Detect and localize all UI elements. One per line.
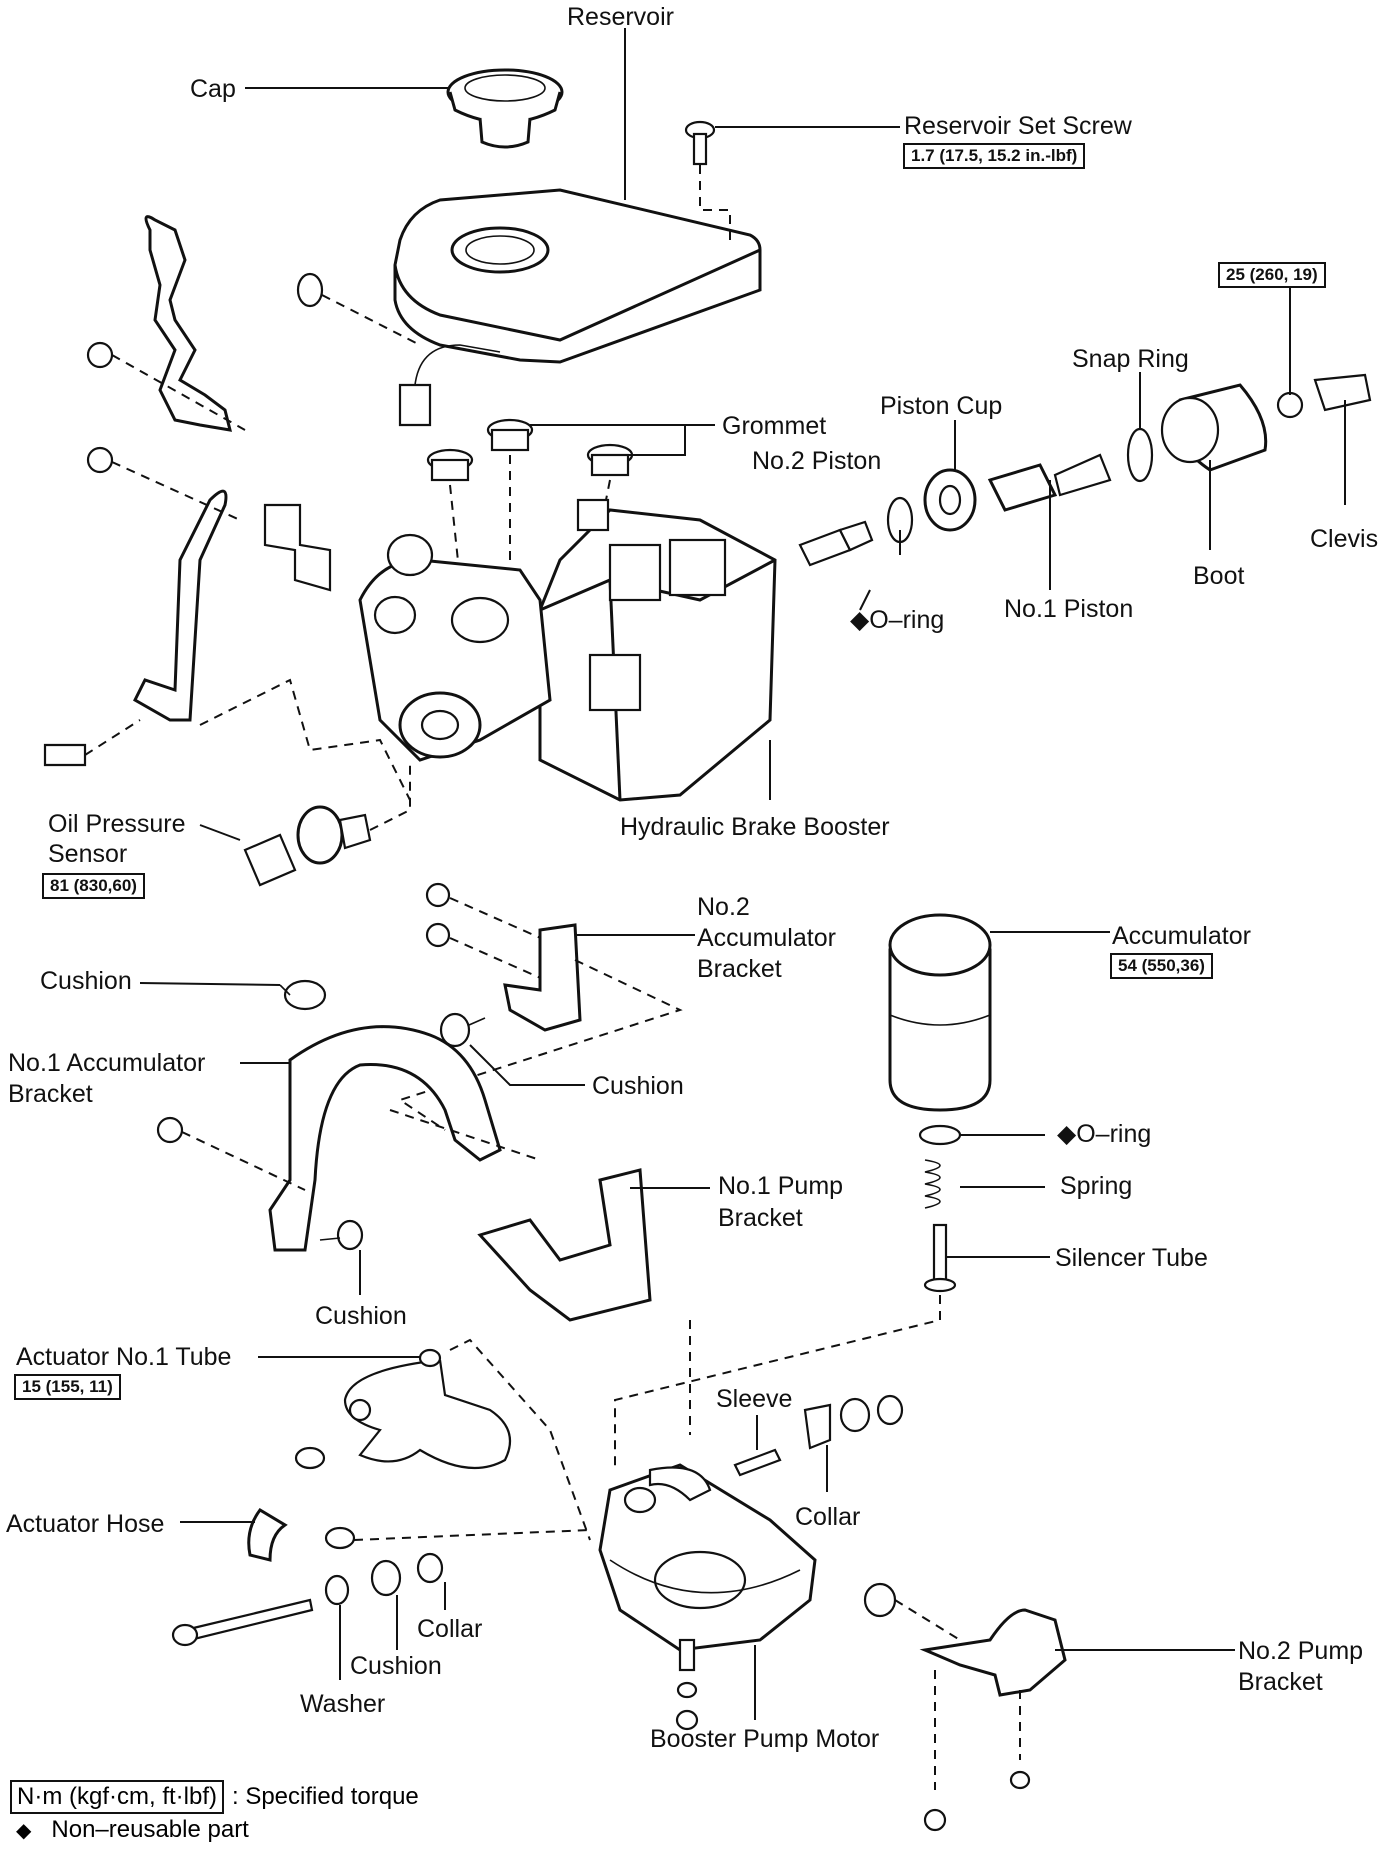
booster-pump-motor-part: [598, 1463, 817, 1731]
label-actuator-no1-tube: Actuator No.1 Tube: [16, 1343, 232, 1371]
leader-lines: [139, 28, 1346, 1720]
accumulator-part: [888, 913, 992, 1112]
no1-accumulator-bracket-part: [156, 1025, 541, 1252]
label-no1-pump-bracket-1: No.1 Pump: [718, 1172, 844, 1200]
o-ring-spring-silencer-parts: [614, 1124, 962, 1470]
label-collar-1: Collar: [795, 1503, 861, 1531]
torque-accumulator: 54 (550,36): [1110, 953, 1213, 979]
label-o-ring-bottom: ◆O–ring: [1057, 1120, 1152, 1148]
label-cushion-2: Cushion: [592, 1072, 684, 1100]
legend-torque-row: N·m (kgf·cm, ft·lbf) : Specified torque: [10, 1780, 419, 1814]
label-spring: Spring: [1060, 1172, 1133, 1200]
label-silencer-tube: Silencer Tube: [1055, 1244, 1208, 1272]
oil-pressure-sensor-part: [243, 760, 411, 887]
no1-pump-bracket-part: [477, 1168, 691, 1435]
label-snap-ring: Snap Ring: [1072, 345, 1189, 373]
middle-left-bracket: [43, 446, 241, 767]
label-no1-piston: No.1 Piston: [1004, 595, 1134, 623]
legend-torque-text: : Specified torque: [231, 1783, 419, 1810]
legend-torque-unit-box: N·m (kgf·cm, ft·lbf): [10, 1780, 224, 1814]
label-no2-pump-bracket-1: No.2 Pump: [1238, 1637, 1364, 1665]
label-grommet: Grommet: [722, 412, 827, 440]
reservoir-set-screw-part: [684, 120, 716, 166]
label-cushion-4: Cushion: [350, 1652, 442, 1680]
torque-reservoir-set-screw: 1.7 (17.5, 15.2 in.-lbf): [903, 143, 1086, 169]
label-no1-pump-bracket-2: Bracket: [718, 1204, 803, 1232]
sleeve-collar-parts: [733, 1394, 904, 1477]
label-no2-accumulator-bracket-1: No.2: [697, 893, 750, 921]
label-reservoir-set-screw: Reservoir Set Screw: [904, 112, 1132, 140]
label-clevis: Clevis: [1310, 525, 1379, 553]
label-reservoir: Reservoir: [567, 3, 674, 31]
cap-part: [446, 68, 564, 149]
label-no2-accumulator-bracket-3: Bracket: [697, 955, 782, 983]
label-oil-pressure-sensor-1: Oil Pressure: [48, 810, 186, 838]
legend-nonreusable-row: ◆ Non–reusable part: [10, 1816, 419, 1844]
piston-assembly-parts: [798, 373, 1372, 567]
actuator-hose-part: [247, 1446, 591, 1562]
torque-clevis: 25 (260, 19): [1218, 262, 1326, 288]
label-washer: Washer: [300, 1690, 386, 1718]
label-no2-accumulator-bracket-2: Accumulator: [697, 924, 836, 952]
torque-oil-pressure-sensor: 81 (830,60): [42, 873, 145, 899]
no2-accumulator-bracket-part: [397, 882, 683, 1131]
torque-actuator-no1-tube: 15 (155, 11): [14, 1374, 121, 1400]
reservoir-connector: [296, 272, 501, 427]
no2-pump-bracket-part: [863, 1582, 1067, 1832]
label-accumulator: Accumulator: [1112, 922, 1251, 950]
label-o-ring-top: ◆O–ring: [850, 606, 945, 634]
small-bracket: [263, 503, 332, 592]
upper-left-bracket: [86, 215, 246, 432]
label-booster-pump-motor: Booster Pump Motor: [650, 1725, 880, 1753]
grommet-parts: [426, 418, 634, 581]
diamond-icon: ◆: [16, 1818, 32, 1842]
legend-nonreusable-text: Non–reusable part: [51, 1816, 249, 1843]
label-boot: Boot: [1193, 562, 1245, 590]
label-oil-pressure-sensor-2: Sensor: [48, 840, 128, 868]
label-actuator-hose: Actuator Hose: [6, 1510, 165, 1538]
label-no2-piston: No.2 Piston: [752, 447, 882, 475]
label-cushion-3: Cushion: [315, 1302, 407, 1330]
label-sleeve: Sleeve: [716, 1385, 793, 1413]
actuator-tube-part: [343, 1338, 591, 1541]
label-no2-pump-bracket-2: Bracket: [1238, 1668, 1323, 1696]
bolt-cushion-collar-washer-parts: [171, 1552, 444, 1647]
label-no1-accumulator-bracket-1: No.1 Accumulator: [8, 1049, 206, 1077]
cushion-parts-middle: [279, 979, 486, 1048]
hydraulic-brake-booster-part: [358, 498, 777, 802]
label-piston-cup: Piston Cup: [880, 392, 1003, 420]
label-cap: Cap: [190, 75, 236, 103]
label-hydraulic-brake-booster: Hydraulic Brake Booster: [620, 813, 890, 841]
label-cushion-1: Cushion: [40, 967, 132, 995]
legend: N·m (kgf·cm, ft·lbf) : Specified torque …: [10, 1780, 419, 1844]
label-no1-accumulator-bracket-2: Bracket: [8, 1080, 93, 1108]
reservoir-part: [393, 188, 762, 364]
label-collar-2: Collar: [417, 1615, 483, 1643]
